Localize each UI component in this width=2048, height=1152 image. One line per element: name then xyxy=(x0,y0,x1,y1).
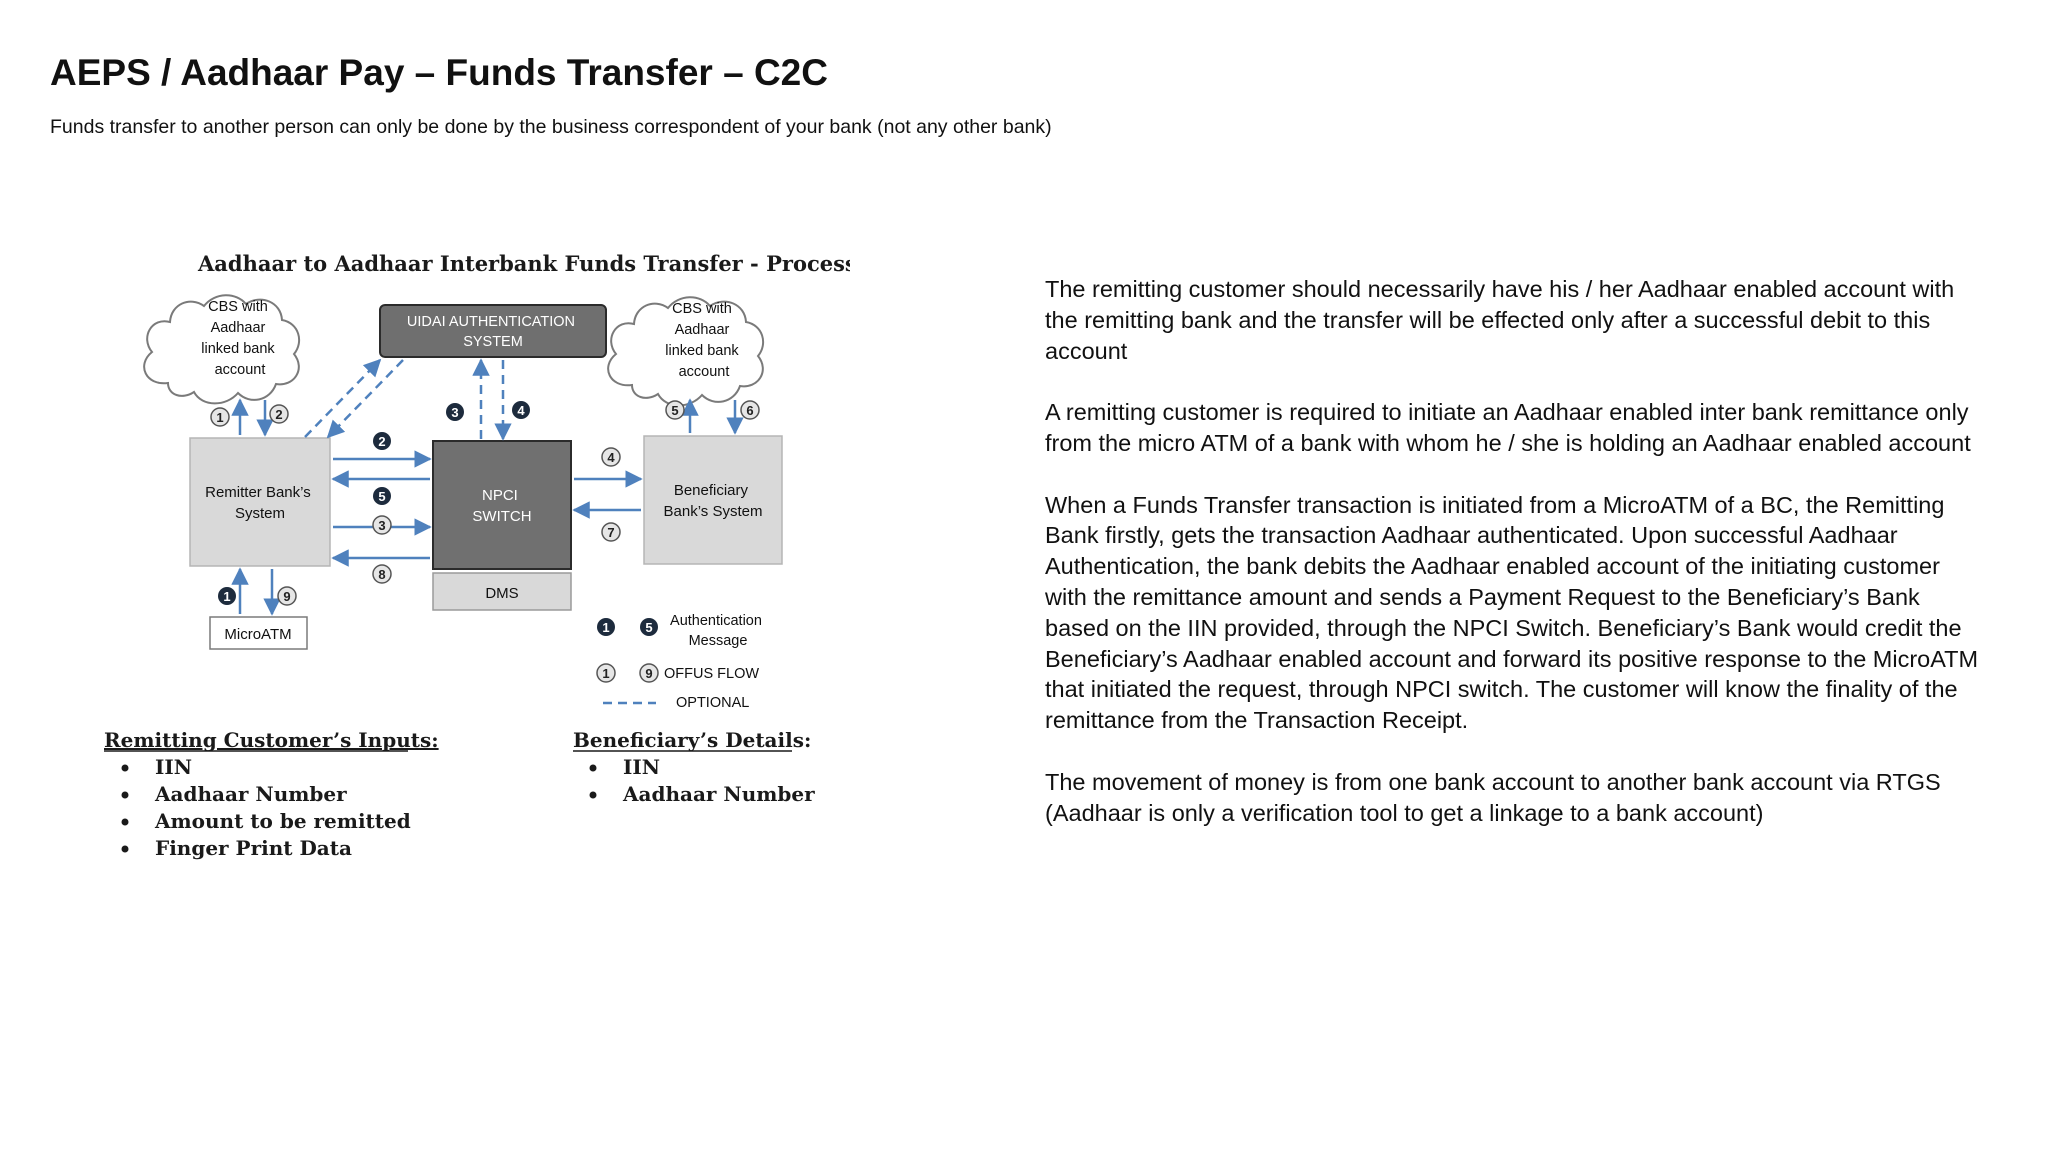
legend-auth-label: Authentication xyxy=(670,613,762,629)
cloud-right-line: account xyxy=(679,364,730,380)
svg-text:2: 2 xyxy=(378,434,385,449)
beneficiary-details-item: IIN xyxy=(623,755,660,779)
svg-text:CBS with Aadhaar l: CBS with Aadhaar linked bank account xyxy=(201,299,278,378)
step-badge-8-offus: 8 xyxy=(372,564,392,584)
svg-text:Authentication Message: Authentication Message xyxy=(670,613,766,649)
step-badge-2-offus: 2 xyxy=(269,404,289,424)
legend-auth-badge-b: 5 xyxy=(645,620,652,635)
remitting-inputs-heading: Remitting Customer’s Inputs: xyxy=(104,728,439,752)
step-badge-3-offus: 3 xyxy=(372,515,392,535)
diagram-title: Aadhaar to Aadhaar Interbank Funds Trans… xyxy=(197,251,850,276)
description-paragraph: The remitting customer should necessaril… xyxy=(1045,276,1955,364)
step-badge-4-offus: 4 xyxy=(601,447,621,467)
svg-text:5: 5 xyxy=(671,403,678,418)
uidai-authentication-box: UIDAI AUTHENTICATION SYSTEM xyxy=(379,304,607,358)
svg-text:5: 5 xyxy=(378,489,385,504)
svg-text:Remitter Bank’s System: Remitter Bank’s System xyxy=(205,484,315,522)
svg-text:7: 7 xyxy=(607,525,614,540)
cloud-right-line: CBS with xyxy=(672,301,732,317)
step-badge-5-auth: 5 xyxy=(373,487,391,505)
remitting-inputs-item: Amount to be remitted xyxy=(154,809,411,833)
npci-switch-box: NPCI SWITCH xyxy=(432,440,572,570)
legend-offus-badge-b: 9 xyxy=(645,666,652,681)
dms-box: DMS xyxy=(432,572,572,611)
remitting-customer-inputs: Remitting Customer’s Inputs: IIN Aadhaar… xyxy=(104,728,439,860)
svg-text:6: 6 xyxy=(746,403,753,418)
svg-text:UIDAI AUTHENTICATION SYS: UIDAI AUTHENTICATION SYSTEM xyxy=(407,314,579,350)
svg-text:9: 9 xyxy=(283,589,290,604)
legend-offus-label: OFFUS FLOW xyxy=(664,666,759,682)
step-badge-6-offus: 6 xyxy=(740,400,760,420)
svg-text:2: 2 xyxy=(275,407,282,422)
svg-text:1: 1 xyxy=(216,410,223,425)
svg-text:DMS: DMS xyxy=(485,585,518,602)
cbs-cloud-left: CBS with Aadhaar linked bank account xyxy=(143,294,301,405)
step-badge-1-offus: 1 xyxy=(210,407,230,427)
legend-auth-label: Message xyxy=(689,633,748,649)
cloud-left-line: account xyxy=(215,362,266,378)
cbs-cloud-right: CBS with Aadhaar linked bank account xyxy=(607,296,765,407)
step-badge-3-auth: 3 xyxy=(446,403,464,421)
svg-text:8: 8 xyxy=(378,567,385,582)
cloud-left-line: CBS with xyxy=(208,299,268,315)
description-text: The remitting customer should necessaril… xyxy=(1045,274,1985,859)
beneficiary-bank-system-box: Beneficiary Bank’s System xyxy=(643,435,783,565)
slide-title: AEPS / Aadhaar Pay – Funds Transfer – C2… xyxy=(50,52,828,93)
arrow-uidai-to-remitter-optional xyxy=(326,359,404,439)
description-paragraph: A remitting customer is required to init… xyxy=(1045,399,1971,456)
cloud-right-line: Aadhaar xyxy=(675,322,730,338)
svg-text:4: 4 xyxy=(517,403,525,418)
remitting-inputs-item: IIN xyxy=(155,755,192,779)
cloud-right-line: linked bank xyxy=(665,343,739,359)
slide-subtitle: Funds transfer to another person can onl… xyxy=(50,116,1052,138)
beneficiary-details: Beneficiary’s Details: IIN Aadhaar Numbe… xyxy=(573,728,815,806)
remitting-inputs-item: Finger Print Data xyxy=(155,836,352,860)
diagram-legend: 1 5 1 9 Authentication Message OFFUS FLO… xyxy=(596,613,766,711)
beneficiary-details-heading: Beneficiary’s Details: xyxy=(573,728,811,752)
description-paragraph: The movement of money is from one bank a… xyxy=(1045,768,1941,826)
step-badge-2-auth: 2 xyxy=(373,432,391,450)
legend-auth-badge-a: 1 xyxy=(602,620,609,635)
svg-text:NPCI SWITCH: NPCI SWITCH xyxy=(472,487,531,525)
cloud-left-line: Aadhaar xyxy=(211,320,266,336)
remitter-bank-system-box: Remitter Bank’s System xyxy=(189,437,331,567)
svg-text:4: 4 xyxy=(607,450,615,465)
svg-text:CBS with Aadhaar l: CBS with Aadhaar linked bank account xyxy=(665,301,742,380)
step-badge-4-auth: 4 xyxy=(512,401,530,419)
step-badge-7-offus: 7 xyxy=(601,522,621,542)
microatm-box: MicroATM xyxy=(209,616,308,650)
beneficiary-details-item: Aadhaar Number xyxy=(622,782,815,806)
arrow-remitter-to-uidai-optional xyxy=(304,358,382,438)
svg-text:1: 1 xyxy=(223,589,230,604)
step-badge-9-offus: 9 xyxy=(277,586,297,606)
step-badge-1-auth: 1 xyxy=(218,587,236,605)
legend-offus-badge-a: 1 xyxy=(602,666,609,681)
description-paragraph: When a Funds Transfer transaction is ini… xyxy=(1045,491,1979,734)
svg-text:3: 3 xyxy=(451,405,458,420)
svg-text:3: 3 xyxy=(378,518,385,533)
step-badge-5-offus: 5 xyxy=(665,400,685,420)
legend-optional-label: OPTIONAL xyxy=(676,695,749,711)
cloud-left-line: linked bank xyxy=(201,341,275,357)
svg-text:MicroATM: MicroATM xyxy=(224,626,291,643)
process-flow-diagram: Aadhaar to Aadhaar Interbank Funds Trans… xyxy=(90,240,850,880)
svg-text:Beneficiary Bank’s Syste: Beneficiary Bank’s System xyxy=(664,482,763,520)
remitting-inputs-item: Aadhaar Number xyxy=(154,782,347,806)
